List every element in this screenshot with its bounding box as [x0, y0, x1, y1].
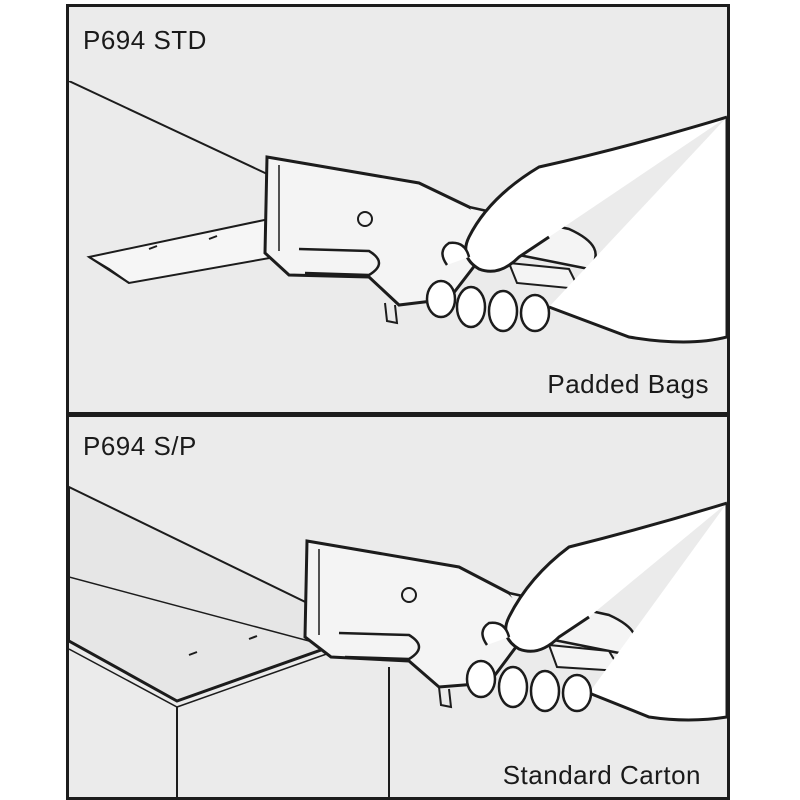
illustration-frame: P694 STD Padded Bags	[66, 4, 730, 800]
caption-label: Padded Bags	[547, 369, 709, 399]
panel-padded-bags: P694 STD Padded Bags	[69, 7, 727, 412]
illustration-stapler-on-padded-bag	[69, 7, 727, 344]
model-code-label: P694 STD	[83, 25, 207, 55]
model-code-label: P694 S/P	[83, 431, 197, 461]
caption-label: Standard Carton	[502, 760, 701, 790]
illustration-stapler-on-carton	[69, 485, 727, 797]
panel-divider	[69, 412, 727, 417]
panel-standard-carton: P694 S/P Standard Carton	[69, 417, 727, 797]
